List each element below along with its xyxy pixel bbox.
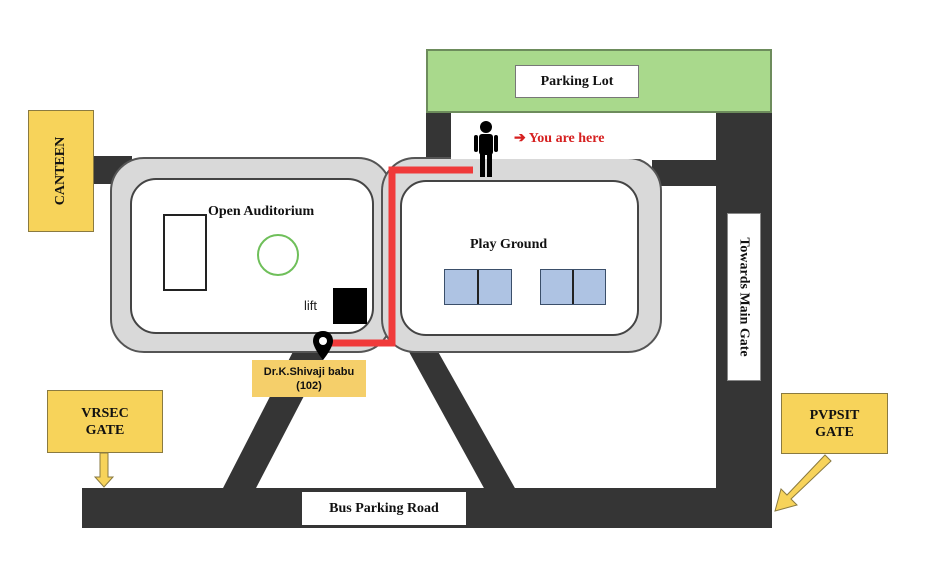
towards-main-gate-text: Towards Main Gate [737, 237, 752, 357]
arrow-right-icon: ➔ [514, 131, 529, 146]
court-left-divider [477, 270, 479, 304]
destination-label: Dr.K.Shivaji babu (102) [252, 360, 366, 397]
canteen-text: CANTEEN [53, 136, 68, 206]
playground-block-inner [400, 180, 639, 336]
parking-lot-label: Parking Lot [515, 65, 639, 98]
court-left [444, 269, 512, 305]
court-right-divider [572, 270, 574, 304]
bus-parking-road-label: Bus Parking Road [302, 492, 466, 525]
towards-main-gate-label: Towards Main Gate [727, 213, 761, 381]
stage-rectangle [163, 214, 207, 291]
open-auditorium-label: Open Auditorium [208, 204, 315, 219]
you-are-here-label: You are here [528, 131, 605, 146]
pvpsit-gate-label: PVPSIT GATE [781, 393, 888, 454]
you-are-here-marker: ➔ You are here [514, 130, 604, 147]
play-ground-label: Play Ground [470, 237, 548, 252]
vrsec-gate-label: VRSEC GATE [47, 390, 163, 453]
person-icon [474, 121, 498, 177]
location-pin-icon [313, 331, 333, 360]
court-right [540, 269, 606, 305]
auditorium-circle [257, 234, 299, 276]
vrsec-gate-arrow-icon [93, 452, 115, 488]
lift-label: lift [304, 298, 317, 313]
pvpsit-gate-arrow-icon [774, 454, 832, 512]
road-playground-right [652, 160, 718, 186]
canteen-label: CANTEEN [28, 110, 94, 232]
lift-icon [333, 288, 367, 324]
